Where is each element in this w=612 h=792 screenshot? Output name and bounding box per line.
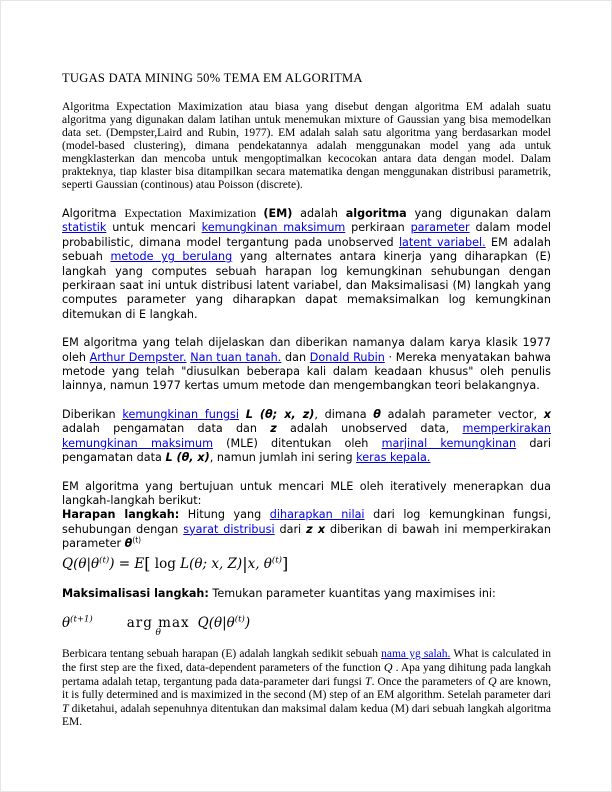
- text-run: x: [543, 407, 551, 421]
- paragraph-expectation-step: EM algoritma yang bertujuan untuk mencar…: [62, 480, 551, 552]
- text-run: Q(θ|θ: [62, 555, 100, 572]
- text-run: x, θ: [247, 555, 272, 572]
- text-run: Algoritma Expectation Maximization atau …: [62, 101, 551, 191]
- paragraph-intro: Algoritma Expectation Maximization atau …: [62, 101, 551, 192]
- text-link[interactable]: latent variabel.: [398, 235, 486, 249]
- text-run: L (θ, x): [165, 451, 210, 465]
- argmax-subscript: θ: [155, 627, 161, 638]
- text-link[interactable]: Nan tuan tanah.: [190, 350, 282, 364]
- document-content: TUGAS DATA MINING 50% TEMA EM ALGORITMA …: [62, 71, 551, 743]
- paragraph-history-1977: EM algoritma yang telah dijelaskan dan d…: [62, 336, 551, 394]
- text-run: EM algoritma yang bertujuan untuk mencar…: [62, 479, 551, 507]
- text-run: Q: [488, 673, 497, 688]
- text-run: untuk mencari: [106, 221, 202, 235]
- text-run: L(θ; x, Z): [180, 555, 243, 572]
- text-run: are known, it is fully determined and is…: [62, 675, 551, 701]
- text-run: θ: [62, 614, 71, 631]
- text-run: EM adalah sebuah: [62, 235, 551, 264]
- text-run: Hitung yang: [179, 508, 270, 522]
- text-run: (MLE) ditentukan oleh: [213, 436, 382, 450]
- text-link[interactable]: metode yg berulang: [110, 250, 233, 264]
- text-run: dari pengamatan data: [62, 436, 551, 465]
- text-link[interactable]: kemungkinan maksimum: [201, 221, 346, 235]
- text-link[interactable]: nama yg salah.: [381, 647, 451, 660]
- text-run: Diberikan: [62, 407, 123, 421]
- text-run: diberikan di bawah ini memperkirakan par…: [62, 522, 551, 551]
- text-run: ) = E: [109, 555, 145, 572]
- argmax-label: arg max: [126, 614, 190, 631]
- text-run: L (θ; x, z): [245, 407, 315, 421]
- text-link[interactable]: marjinal kemungkinan: [381, 436, 517, 450]
- text-run: , dimana: [314, 407, 374, 421]
- text-run: Q(θ|θ: [197, 614, 235, 631]
- text-run: [239, 408, 246, 421]
- text-run: (t): [271, 555, 282, 566]
- formula-argmax: θ(t+1) arg max θ Q(θ|θ(t)): [62, 615, 551, 638]
- text-run: ]: [281, 553, 289, 573]
- text-run: yang digunakan dalam: [406, 207, 551, 220]
- formula-q-function: Q(θ|θ(t)) = E[ log L(θ; x, Z)|x, θ(t)]: [62, 554, 551, 573]
- text-run: adalah parameter vector,: [380, 407, 544, 421]
- text-link[interactable]: parameter: [410, 221, 470, 235]
- text-run: (t): [99, 555, 110, 566]
- text-run: Harapan langkah:: [62, 508, 180, 522]
- text-run: T: [364, 673, 372, 688]
- text-link[interactable]: syarat distribusi: [183, 522, 275, 536]
- text-link[interactable]: memperkirakan kemungkinan maksimum: [62, 422, 551, 450]
- text-run: · Mereka menyatakan bahwa metode yang te…: [62, 350, 552, 393]
- text-run: |: [242, 553, 248, 573]
- text-run: . Once the parameters of: [371, 675, 489, 688]
- text-link[interactable]: keras kepala.: [356, 451, 431, 465]
- text-run: dalam model probabilistic, dimana model …: [62, 221, 551, 249]
- text-run: (t): [132, 535, 142, 545]
- text-run: θ: [124, 537, 133, 551]
- text-run: log: [150, 555, 181, 572]
- text-link[interactable]: diharapkan nilai: [269, 508, 365, 522]
- text-run: ): [244, 614, 251, 631]
- text-run: dari: [274, 522, 307, 536]
- text-run: (EM): [263, 207, 293, 220]
- argmax-operator: arg max θ: [127, 615, 190, 638]
- text-link[interactable]: Donald Rubin: [309, 350, 385, 364]
- heading-maximization-step: Maksimalisasi langkah: Temukan parameter…: [62, 587, 551, 601]
- text-run: What is calculated in the first step are…: [62, 647, 552, 674]
- text-run: perkiraan: [345, 221, 411, 235]
- text-run: z x: [306, 522, 326, 536]
- formula-theta-next: θ(t+1): [62, 615, 93, 631]
- text-run: Q: [383, 659, 393, 674]
- text-run: Algoritma: [62, 207, 125, 220]
- page-title: TUGAS DATA MINING 50% TEMA EM ALGORITMA: [62, 71, 363, 85]
- text-run: , namun jumlah ini sering: [209, 451, 357, 465]
- text-link[interactable]: Arthur Dempster.: [89, 350, 187, 364]
- formula-q-term: Q(θ|θ(t)): [198, 615, 250, 631]
- text-run: adalah pengamatan data dan: [62, 422, 271, 436]
- text-run: Maksimalisasi langkah:: [62, 586, 209, 600]
- text-run: adalah unobserved data,: [276, 422, 463, 436]
- text-run: dan: [281, 350, 310, 364]
- text-run: (t): [234, 614, 245, 625]
- paragraph-likelihood: Diberikan kemungkinan fungsi L (θ; x, z)…: [62, 408, 551, 466]
- text-run: Berbicara tentang sebuah harapan (E) ada…: [62, 647, 382, 660]
- text-link[interactable]: statistik: [62, 221, 107, 235]
- text-run: yang alternates antara kinerja yang diha…: [62, 250, 552, 321]
- paragraph-em-definition: Algoritma Expectation Maximization (EM) …: [62, 206, 551, 322]
- text-run: (t+1): [70, 614, 93, 625]
- text-run: Temukan parameter kuantitas yang maximis…: [208, 586, 496, 600]
- text-run: EM algoritma yang telah dijelaskan dan d…: [62, 336, 551, 364]
- text-run: T: [62, 700, 69, 715]
- text-run: θ: [373, 407, 381, 421]
- text-run: . Apa yang dihitung pada langkah pertama…: [62, 661, 551, 688]
- text-run: diketahui, adalah sepenuhnya ditentukan …: [62, 702, 551, 728]
- text-run: algoritma: [345, 207, 407, 220]
- text-run: adalah: [292, 207, 346, 220]
- text-run: [: [144, 553, 151, 573]
- paragraph-discussion: Berbicara tentang sebuah harapan (E) ada…: [62, 648, 551, 729]
- text-run: z: [270, 422, 277, 436]
- text-run: Expectation Maximization: [124, 206, 264, 220]
- text-run: dari log kemungkinan fungsi, sehubungan …: [62, 508, 551, 536]
- text-link[interactable]: kemungkinan fungsi: [122, 407, 239, 421]
